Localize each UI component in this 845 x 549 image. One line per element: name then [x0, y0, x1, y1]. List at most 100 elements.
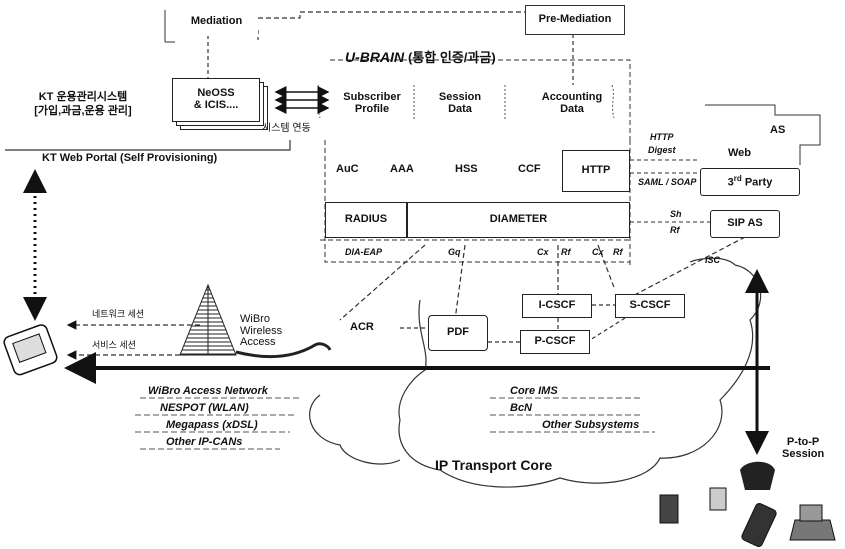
cx-interface-label-1: Cx [537, 248, 549, 257]
http-iface-text: HTTP [650, 132, 674, 142]
web-portal-text: KT Web Portal (Self Provisioning) [42, 152, 217, 164]
auc-label: AuC [336, 163, 359, 175]
cx1-text: Cx [537, 247, 549, 257]
third-party-box: 3rd Party [700, 168, 800, 196]
kt-ops-label: KT 운용관리시스템 [가입,과금,운용 관리] [8, 92, 158, 117]
wibro-line3: Access [240, 337, 282, 349]
saml-soap-interface-label: SAML / SOAP [638, 178, 696, 187]
third-party-suffix: Party [742, 177, 773, 189]
hss-function: HSS [455, 164, 478, 176]
isc-text: ISC [705, 255, 720, 265]
system-link-label: 시스템 연동 [262, 124, 311, 135]
sh-interface-label: Sh [670, 210, 682, 219]
acr-label: ACR [350, 322, 374, 334]
third-party-sup: rd [734, 174, 742, 183]
rf-interface-label-2: Rf [613, 248, 623, 257]
http-interface-label: HTTP [650, 133, 674, 142]
web-text: Web [728, 147, 751, 159]
mediation-label: Mediation [191, 16, 242, 28]
cx-interface-label-2: Cx [592, 248, 604, 257]
networks-right-list: Core IMS BcN Other Subsystems [490, 383, 639, 434]
icscf-box: I-CSCF [522, 294, 592, 318]
kt-ops-line1: KT 운용관리시스템 [8, 92, 158, 104]
auc-function: AuC [336, 164, 359, 176]
rf2-text: Rf [613, 247, 623, 257]
aaa-function: AAA [390, 164, 414, 176]
neoss-line2: & ICIS.... [194, 100, 239, 112]
http-label: HTTP [582, 165, 611, 177]
ccf-label: CCF [518, 163, 541, 175]
icscf-label: I-CSCF [539, 300, 576, 312]
network-right-item: BcN [490, 400, 639, 417]
session-line2: Data [448, 104, 472, 116]
pda-device-icon [2, 323, 58, 376]
pcscf-label: P-CSCF [535, 336, 576, 348]
network-right-item: Core IMS [490, 383, 639, 400]
ubrain-title-text: U-BRAIN [345, 49, 404, 65]
digest-interface-label: Digest [648, 146, 676, 155]
acr-text: ACR [350, 321, 374, 333]
web-label: Web [728, 148, 751, 160]
http-function-box: HTTP [562, 150, 630, 192]
dia-eap-text: DIA-EAP [345, 247, 382, 257]
sip-as-box: SIP AS [710, 210, 780, 238]
network-left-item: NESPOT (WLAN) [140, 400, 268, 417]
sh-text: Sh [670, 209, 682, 219]
kt-ops-line2: [가입,과금,운용 관리] [8, 106, 158, 118]
subscriber-line2: Profile [355, 104, 389, 116]
networks-left-list: WiBro Access Network NESPOT (WLAN) Megap… [140, 383, 268, 451]
p2p-session-label: P-to-P Session [782, 437, 824, 460]
network-session-text: 네트워크 세션 [92, 309, 144, 319]
p2p-line1: P-to-P [782, 437, 824, 449]
subscriber-profile-store: Subscriber Profile [330, 92, 414, 115]
system-link-text: 시스템 연동 [262, 123, 311, 134]
gq-text: Gq [448, 247, 461, 257]
gq-interface-label: Gq [448, 248, 461, 257]
rf1-text: Rf [561, 247, 571, 257]
aaa-label: AAA [390, 163, 414, 175]
saml-soap-text: SAML / SOAP [638, 177, 696, 187]
scscf-label: S-CSCF [630, 300, 671, 312]
subscriber-line1: Subscriber [343, 92, 400, 104]
network-left-item: Megapass (xDSL) [140, 417, 268, 434]
as-text: AS [770, 124, 785, 136]
ip-transport-core-text: IP Transport Core [435, 457, 552, 473]
session-data-store: Session Data [425, 92, 495, 115]
web-portal-label: KT Web Portal (Self Provisioning) [42, 153, 217, 165]
third-party-label: 3rd Party [728, 175, 773, 189]
diameter-box: DIAMETER [407, 202, 630, 238]
ccf-function: CCF [518, 164, 541, 176]
cx2-text: Cx [592, 247, 604, 257]
ubrain-subtitle: (통합 인증/과금) [408, 50, 496, 65]
pcscf-box: P-CSCF [520, 330, 590, 354]
pre-mediation-label: Pre-Mediation [539, 14, 612, 26]
ubrain-title: U-BRAIN (통합 인증/과금) [345, 50, 496, 65]
pre-mediation-box: Pre-Mediation [525, 5, 625, 35]
service-session-label: 서비스 세션 [92, 341, 136, 350]
session-line1: Session [439, 92, 481, 104]
mediation-box: Mediation [175, 8, 258, 36]
sip-as-label: SIP AS [727, 218, 762, 230]
as-label: AS [770, 125, 785, 137]
phone-device-icon [660, 462, 835, 548]
rf-interface-label-1: Rf [561, 248, 571, 257]
wibro-access-label: WiBro Wireless Access [240, 314, 282, 349]
accounting-data-store: Accounting Data [530, 92, 614, 115]
hss-label: HSS [455, 163, 478, 175]
diameter-label: DIAMETER [490, 214, 547, 226]
network-left-item: Other IP-CANs [140, 434, 268, 451]
p2p-line2: Session [782, 449, 824, 461]
ip-transport-core-label: IP Transport Core [435, 458, 552, 473]
accounting-line1: Accounting [542, 92, 603, 104]
network-session-label: 네트워크 세션 [92, 310, 144, 319]
dia-eap-interface-label: DIA-EAP [345, 248, 382, 257]
isc-interface-label: ISC [705, 256, 720, 265]
accounting-line2: Data [560, 104, 584, 116]
scscf-box: S-CSCF [615, 294, 685, 318]
pdf-box: PDF [428, 315, 488, 351]
digest-iface-text: Digest [648, 145, 676, 155]
radius-label: RADIUS [345, 214, 387, 226]
radius-box: RADIUS [325, 202, 407, 238]
network-right-item: Other Subsystems [490, 417, 639, 434]
